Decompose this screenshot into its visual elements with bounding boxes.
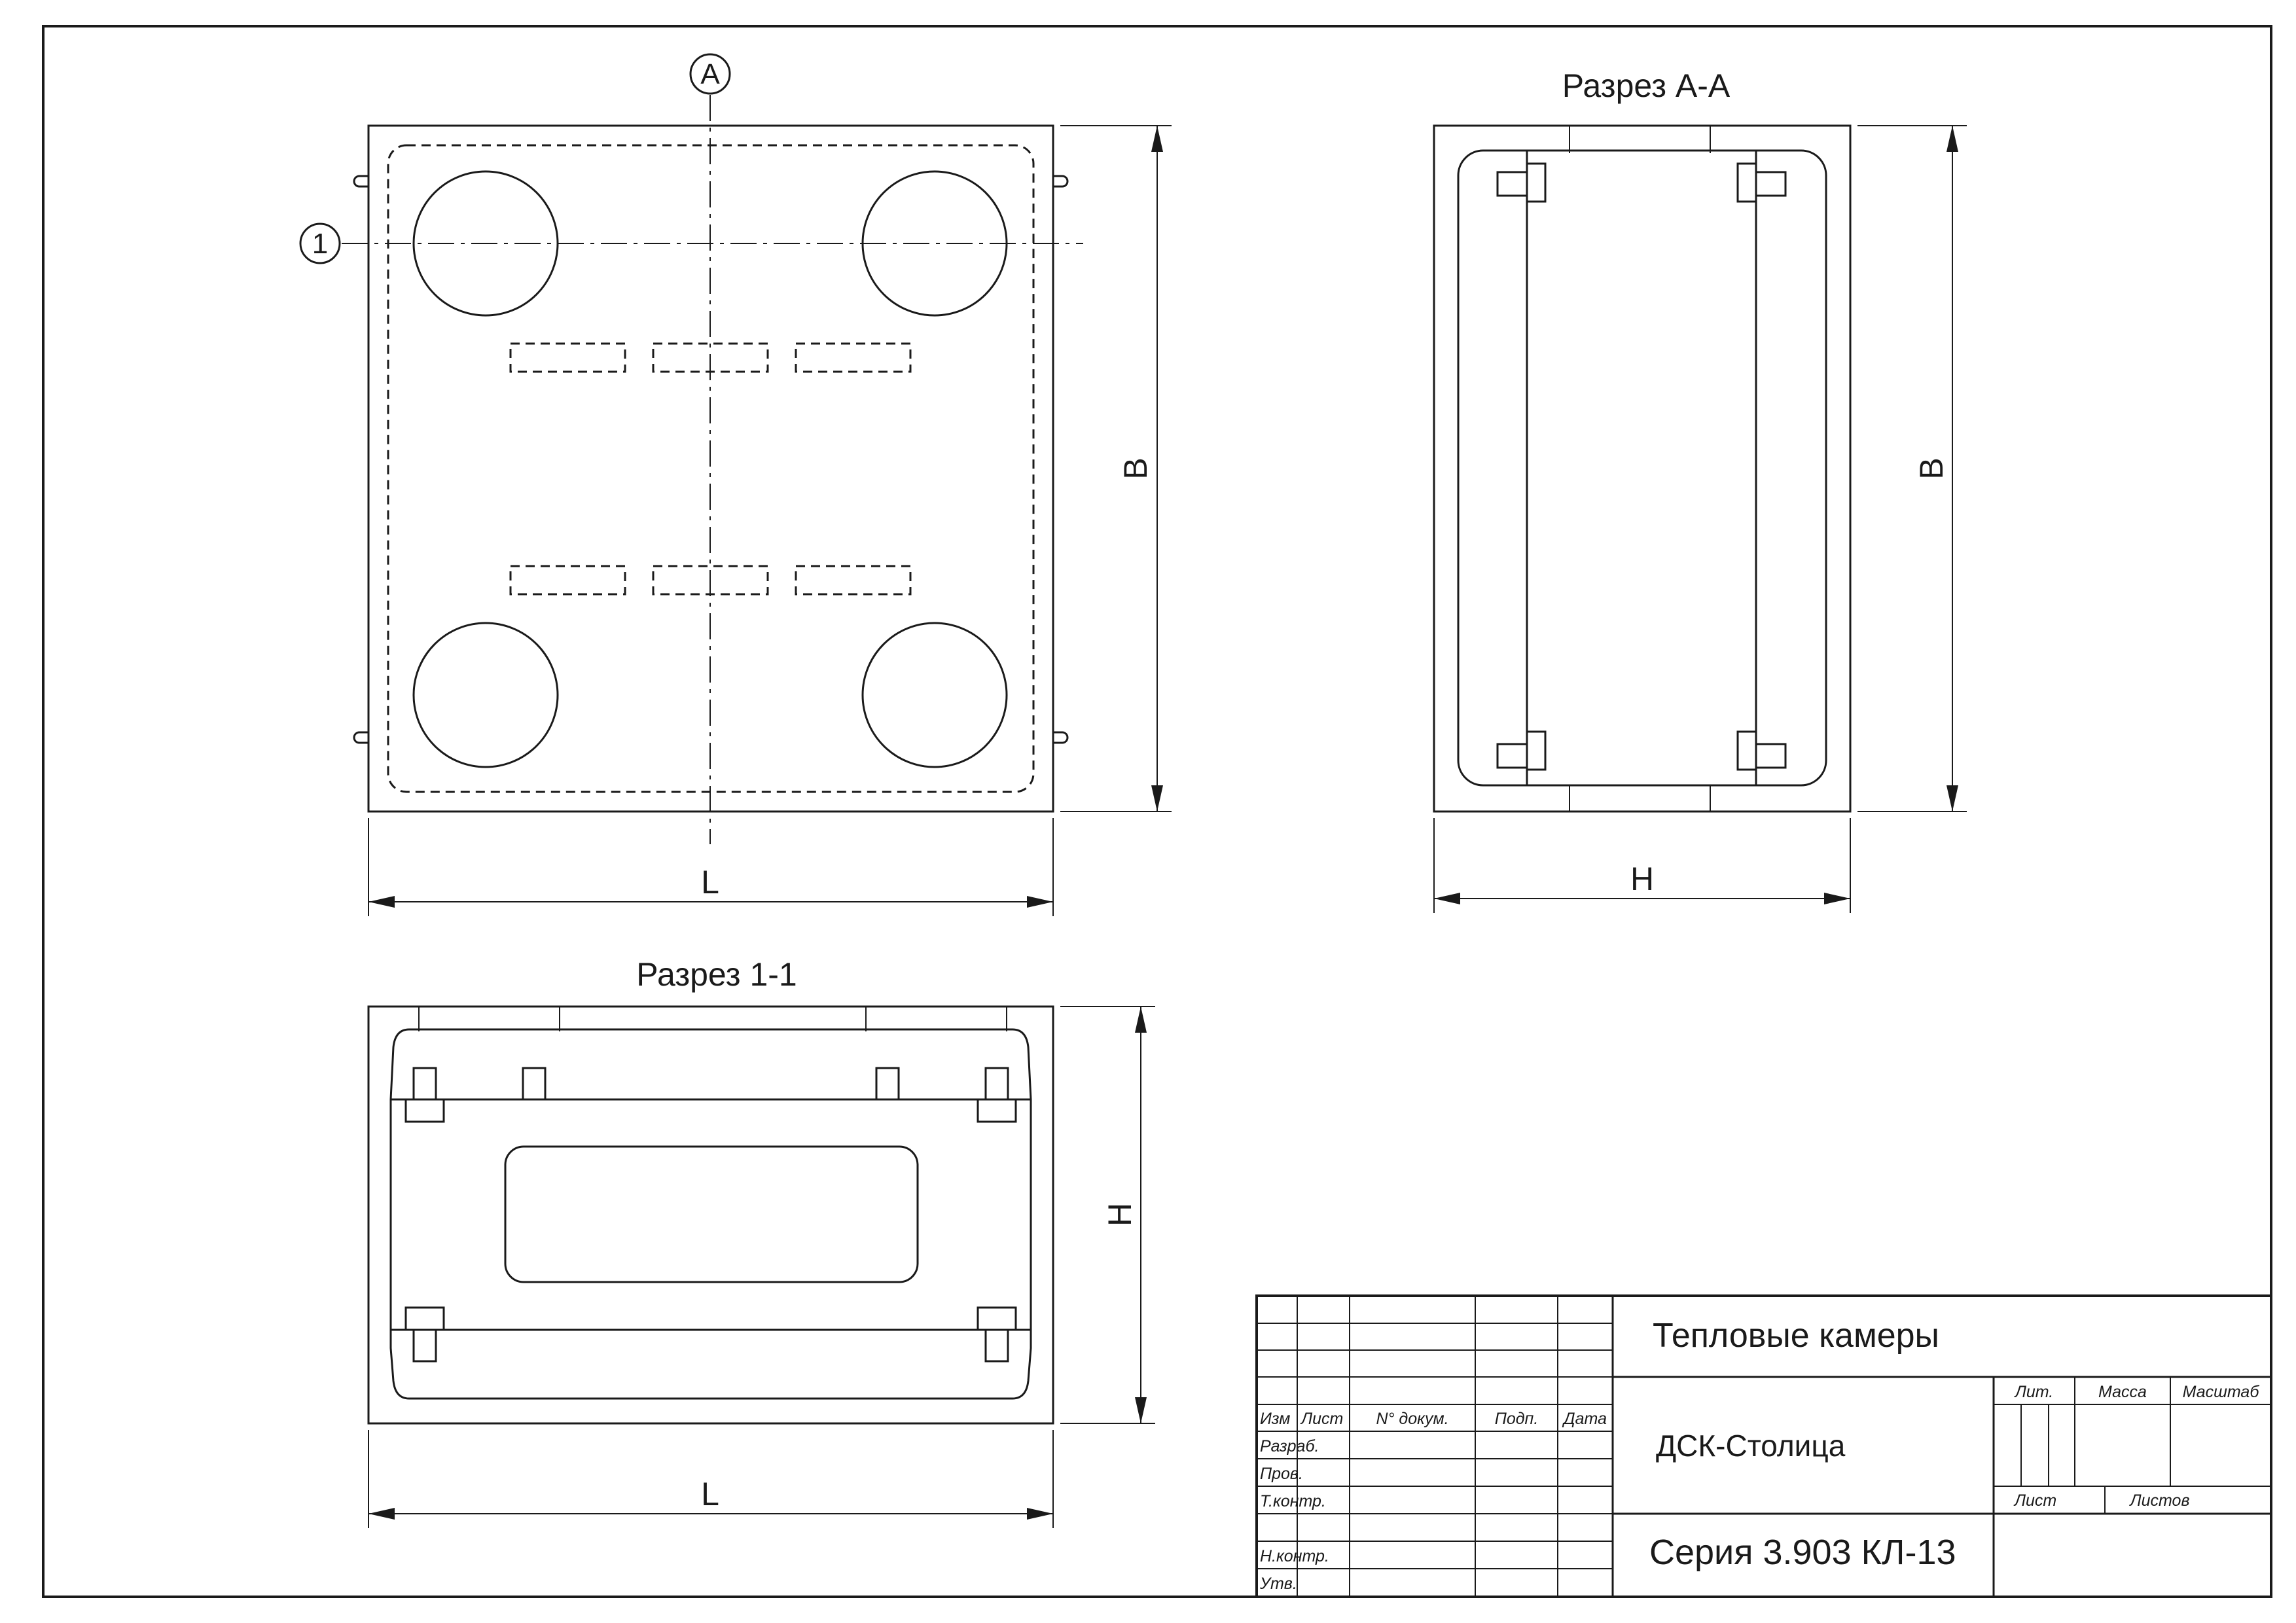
section-11-title: Разрез 1-1	[636, 956, 797, 993]
header-date: Дата	[1562, 1410, 1607, 1428]
section-11-window	[504, 1145, 919, 1283]
title-block: Изм Лист N° докум. Подп. Дата Разраб. Пр…	[1255, 1294, 2272, 1598]
top-hatch-gap	[1570, 127, 1710, 153]
top-hatch-gap	[866, 1008, 1007, 1031]
top-hatch-gap	[419, 1008, 560, 1031]
role-nkontr: Н.контр.	[1260, 1547, 1329, 1565]
axis-label-1: 1	[312, 228, 328, 260]
organization: ДСК-Столица	[1656, 1429, 1846, 1463]
section-11: Разрез 1-1 L	[367, 956, 1155, 1528]
col-scale: Масштаб	[2183, 1383, 2260, 1401]
header-doc: N° докум.	[1376, 1410, 1448, 1428]
sheet-frame	[42, 25, 2272, 1598]
plan-view: A 1 L B	[299, 53, 1172, 916]
col-lit: Лит.	[2014, 1383, 2054, 1401]
header-izm: Изм	[1260, 1410, 1290, 1428]
embedded-plates	[509, 342, 912, 596]
header-list: Лист	[1300, 1410, 1343, 1428]
section-aa-outline	[1433, 124, 1852, 813]
dimension-b-aa: B	[1857, 125, 1967, 812]
section-aa: Разрез А-А H	[1433, 67, 1967, 913]
dimension-l-section: L	[368, 1430, 1054, 1528]
dimension-b-plan: B	[1060, 125, 1172, 812]
section-aa-title: Разрез А-А	[1562, 67, 1731, 104]
axis-marker-1	[299, 223, 341, 264]
plan-lugs	[353, 175, 1069, 744]
dimension-h-aa: H	[1433, 818, 1851, 913]
axis-label-a: A	[700, 58, 720, 90]
section-aa-cavity	[1457, 149, 1827, 787]
role-utv: Утв.	[1259, 1575, 1297, 1593]
role-prov: Пров.	[1260, 1465, 1303, 1483]
pipe-opening	[412, 622, 559, 768]
role-razrab: Разраб.	[1260, 1437, 1319, 1455]
section-11-inserts	[404, 1067, 1017, 1363]
svg-text:H: H	[1102, 1203, 1138, 1226]
sheets-label: Листов	[2128, 1491, 2189, 1510]
col-mass: Масса	[2098, 1383, 2147, 1401]
drawing-title: Тепловые камеры	[1653, 1317, 1939, 1355]
svg-text:L: L	[701, 1476, 719, 1512]
svg-text:L: L	[701, 864, 719, 901]
pipe-opening	[861, 622, 1008, 768]
svg-text:B: B	[1913, 457, 1950, 479]
section-aa-inserts	[1496, 162, 1787, 771]
section-11-outline	[367, 1005, 1054, 1425]
svg-text:H: H	[1630, 861, 1654, 897]
section-11-cavity	[389, 1028, 1032, 1400]
axis-marker-a	[689, 53, 731, 95]
role-tkontr: Т.контр.	[1260, 1492, 1326, 1510]
designation: Серия 3.903 КЛ-13	[1649, 1533, 1956, 1572]
svg-text:B: B	[1117, 457, 1154, 479]
header-sign: Подп.	[1495, 1410, 1539, 1428]
dimension-h-section: H	[1060, 1006, 1155, 1424]
sheet-label: Лист	[2013, 1491, 2056, 1510]
dimension-l-plan: L	[368, 818, 1054, 916]
bottom-hatch-gap	[1570, 785, 1710, 810]
